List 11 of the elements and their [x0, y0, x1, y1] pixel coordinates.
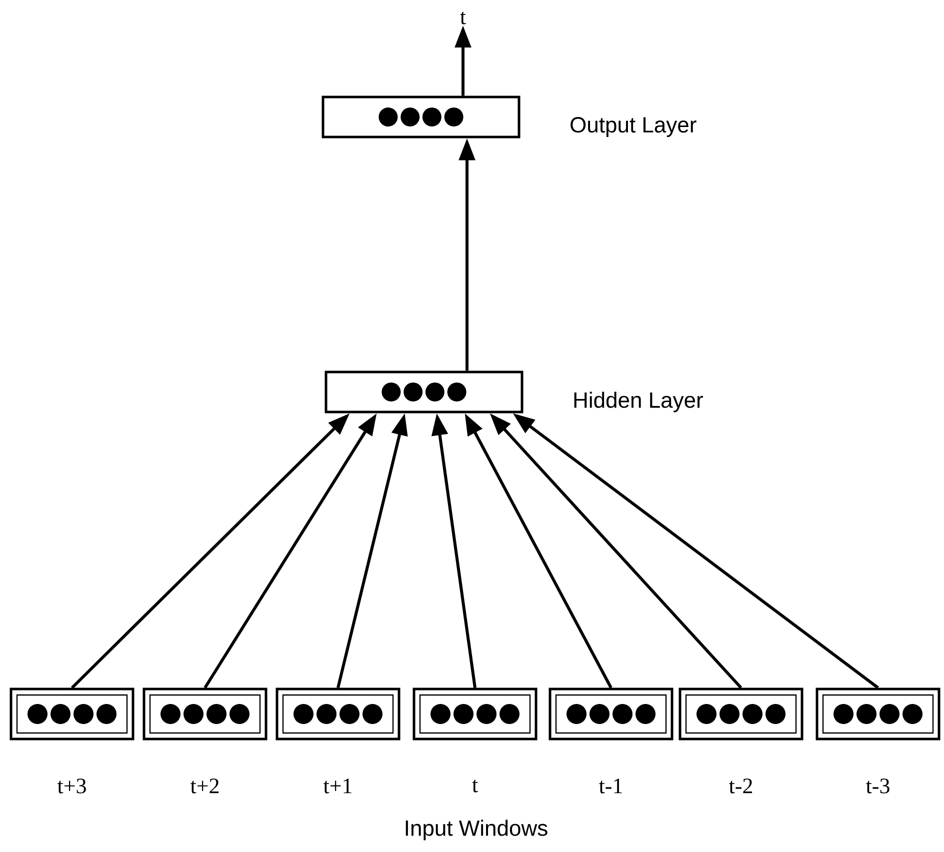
window-label: t [472, 780, 478, 792]
layer-label: Hidden Layer [574, 392, 703, 412]
window-label: t+1 [323, 778, 352, 794]
window-label: t-3 [866, 778, 890, 794]
output-label: t [460, 12, 466, 24]
window-label: t+3 [57, 778, 86, 794]
window-label: t-2 [729, 778, 752, 794]
window-label: t-1 [599, 778, 622, 794]
window-label: t+2 [190, 778, 219, 794]
caption: Input Windows [406, 820, 548, 840]
layer-label: Output Layer [570, 117, 696, 137]
